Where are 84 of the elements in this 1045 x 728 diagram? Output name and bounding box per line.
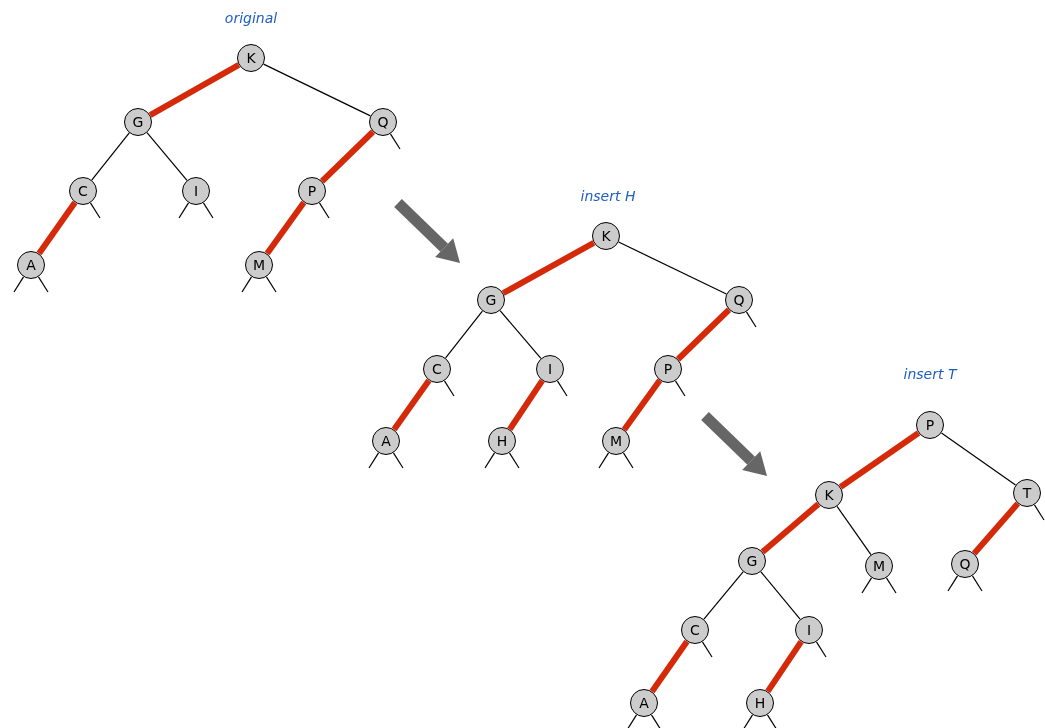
tree-link xyxy=(36,200,78,256)
tree-link xyxy=(618,241,727,295)
null-link xyxy=(674,380,686,397)
null-link xyxy=(815,641,827,658)
node-key: P xyxy=(663,358,673,380)
null-link xyxy=(389,133,401,150)
node-key: G xyxy=(485,289,497,311)
tree-caption: original xyxy=(224,8,278,28)
null-link xyxy=(650,714,662,728)
node-key: H xyxy=(496,430,508,452)
null-link xyxy=(318,202,330,219)
node-key: C xyxy=(432,358,442,380)
node-key: M xyxy=(872,555,886,577)
null-link xyxy=(202,202,214,219)
node-key: Q xyxy=(377,111,389,133)
null-link xyxy=(885,577,897,594)
tree-link xyxy=(940,432,1017,486)
tree-link xyxy=(760,501,821,555)
node-key: K xyxy=(601,225,611,247)
node-key: H xyxy=(754,692,766,714)
null-link xyxy=(37,276,49,293)
tree-link xyxy=(675,307,732,362)
node-key: A xyxy=(26,254,36,276)
null-link xyxy=(178,202,190,219)
tree-link xyxy=(391,378,432,432)
node-key: Q xyxy=(733,289,745,311)
tree-link xyxy=(263,63,371,117)
tree-link xyxy=(148,62,241,118)
tree-link xyxy=(838,430,921,490)
tree-link xyxy=(501,240,596,296)
null-link xyxy=(598,452,610,469)
null-link xyxy=(368,452,380,469)
tree-link xyxy=(91,132,130,181)
null-link xyxy=(265,276,277,293)
null-link xyxy=(1033,504,1045,521)
tree-link xyxy=(703,571,744,620)
tree-caption: insert H xyxy=(580,186,636,206)
node-key: G xyxy=(132,111,144,133)
null-link xyxy=(484,452,496,469)
node-key: A xyxy=(639,692,649,714)
node-key: P xyxy=(925,414,935,436)
tree-link xyxy=(649,639,690,694)
node-key: C xyxy=(690,619,700,641)
null-link xyxy=(947,575,959,592)
null-link xyxy=(443,380,455,397)
null-link xyxy=(742,714,754,728)
node-key: M xyxy=(252,254,266,276)
node-key: P xyxy=(307,180,317,202)
node-key: I xyxy=(547,358,553,380)
null-link xyxy=(971,575,983,592)
null-link xyxy=(701,641,713,658)
node-key: I xyxy=(193,180,199,202)
node-key: K xyxy=(246,47,256,69)
tree-link xyxy=(507,379,545,431)
null-link xyxy=(861,577,873,594)
node-key: M xyxy=(609,430,623,452)
node-key: G xyxy=(746,550,758,572)
null-link xyxy=(392,452,404,469)
node-key: Q xyxy=(959,553,971,575)
node-key: C xyxy=(78,180,88,202)
null-link xyxy=(89,202,101,219)
tree-link xyxy=(499,310,542,359)
null-link xyxy=(556,380,568,397)
null-link xyxy=(766,714,778,728)
node-key: K xyxy=(824,484,834,506)
null-link xyxy=(622,452,634,469)
null-link xyxy=(745,311,757,328)
tree-link xyxy=(971,501,1021,556)
node-key: I xyxy=(806,619,812,641)
tree-link xyxy=(445,310,483,359)
node-key: T xyxy=(1022,482,1032,504)
null-link xyxy=(626,714,638,728)
tree-link xyxy=(264,200,307,256)
tree-caption: insert T xyxy=(903,364,957,384)
null-link xyxy=(508,452,520,469)
tree-link xyxy=(146,132,188,181)
null-link xyxy=(13,276,25,293)
tree-link xyxy=(319,129,376,184)
null-link xyxy=(241,276,253,293)
node-key: A xyxy=(381,430,391,452)
tree-link xyxy=(621,378,663,432)
tree-link xyxy=(836,505,872,556)
tree-link xyxy=(760,571,801,620)
tree-link xyxy=(765,639,804,694)
